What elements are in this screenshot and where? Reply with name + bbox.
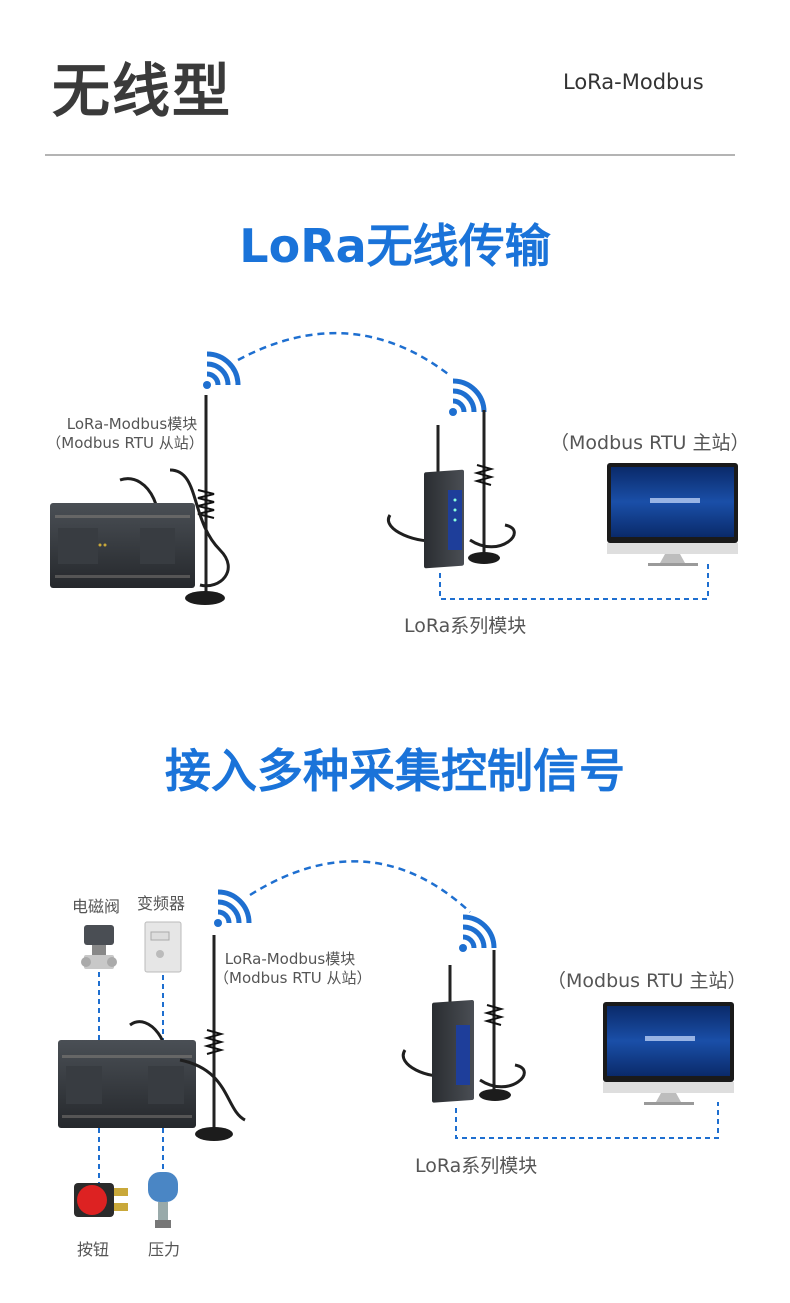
slave-module-label: LoRa-Modbus模块 （Modbus RTU 从站） <box>214 950 372 988</box>
wifi-signal-icon <box>459 914 497 952</box>
solenoid-valve-image <box>81 925 117 969</box>
push-button-image <box>74 1183 128 1217</box>
section-title-signal-access: 接入多种采集控制信号 <box>165 744 625 798</box>
wifi-signal-icon <box>449 378 487 416</box>
section-title-lora-transmission: LoRa无线传输 <box>239 219 551 273</box>
inverter-image <box>144 921 182 973</box>
plc-module-image <box>58 935 246 1141</box>
master-station-label: （Modbus RTU 主站） <box>550 432 750 454</box>
wifi-signal-icon <box>203 351 241 389</box>
wired-link-dashed <box>439 563 709 600</box>
plc-module-image <box>50 395 230 605</box>
inverter-label: 变频器 <box>137 894 186 913</box>
wifi-signal-icon <box>214 889 252 927</box>
monitor-image <box>607 463 738 566</box>
header-divider <box>45 154 735 156</box>
slave-module-label-line1: LoRa-Modbus模块 <box>66 415 198 433</box>
page-subtitle: LoRa-Modbus <box>563 70 704 94</box>
lora-module-label: LoRa系列模块 <box>415 1155 538 1177</box>
monitor-image <box>603 1002 734 1105</box>
lora-module-image <box>386 410 516 569</box>
slave-module-label-line2: （Modbus RTU 从站） <box>46 434 204 452</box>
wireless-link-arc <box>249 860 471 913</box>
lora-module-image <box>401 950 526 1103</box>
slave-module-label-line1: LoRa-Modbus模块 <box>224 950 356 968</box>
page-title: 无线型 <box>52 57 233 125</box>
slave-module-label: LoRa-Modbus模块 （Modbus RTU 从站） <box>46 415 207 453</box>
wireless-link-arc <box>237 331 449 375</box>
solenoid-valve-label: 电磁阀 <box>72 897 121 916</box>
lora-module-label: LoRa系列模块 <box>404 615 527 637</box>
wired-link-dashed <box>455 1102 719 1139</box>
master-station-label: （Modbus RTU 主站） <box>547 970 747 992</box>
push-button-label: 按钮 <box>77 1240 110 1259</box>
pressure-sensor-image <box>148 1172 178 1228</box>
pressure-label: 压力 <box>148 1240 181 1259</box>
slave-module-label-line2: （Modbus RTU 从站） <box>214 969 372 987</box>
